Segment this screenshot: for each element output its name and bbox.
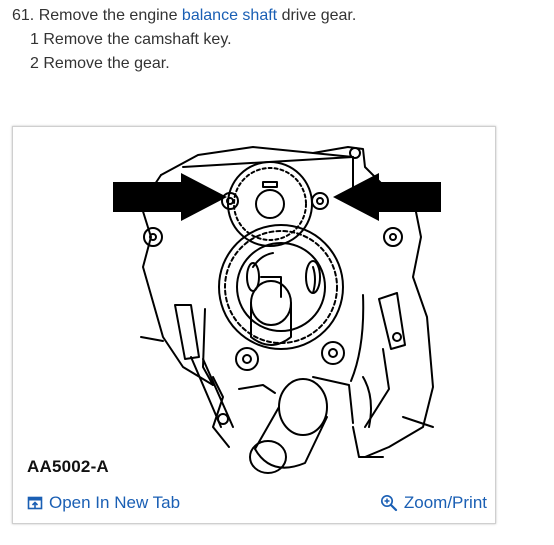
open-new-tab-icon bbox=[27, 496, 43, 510]
diagram-figure: AA5002-A Open In New Tab Zoom/Print bbox=[12, 126, 496, 524]
open-new-tab-label: Open In New Tab bbox=[49, 493, 181, 512]
instruction-steps: 61. Remove the engine balance shaft driv… bbox=[12, 4, 356, 76]
step-suffix: drive gear. bbox=[281, 7, 357, 24]
substep-number: 2 bbox=[30, 55, 39, 72]
substep-number: 1 bbox=[30, 31, 39, 48]
balance-shaft-link[interactable]: balance shaft bbox=[181, 7, 278, 24]
zoom-print-button[interactable]: Zoom/Print bbox=[380, 493, 487, 513]
step-number: 61. bbox=[12, 7, 35, 24]
left-arrow bbox=[113, 173, 227, 221]
engine-drawing bbox=[113, 146, 441, 474]
open-new-tab-button[interactable]: Open In New Tab bbox=[27, 493, 180, 513]
figure-caption: AA5002-A bbox=[27, 457, 109, 476]
substep-text: Remove the camshaft key. bbox=[43, 31, 232, 48]
substep-2: 2 Remove the gear. bbox=[12, 52, 356, 76]
zoom-print-label: Zoom/Print bbox=[403, 493, 487, 512]
figure-toolbar: Open In New Tab Zoom/Print bbox=[13, 485, 495, 523]
right-arrow bbox=[333, 173, 441, 221]
zoom-in-icon bbox=[380, 494, 397, 512]
step-61: 61. Remove the engine balance shaft driv… bbox=[12, 4, 356, 28]
step-prefix: Remove the engine bbox=[38, 7, 178, 24]
substep-text: Remove the gear. bbox=[43, 55, 170, 72]
substep-1: 1 Remove the camshaft key. bbox=[12, 28, 356, 52]
